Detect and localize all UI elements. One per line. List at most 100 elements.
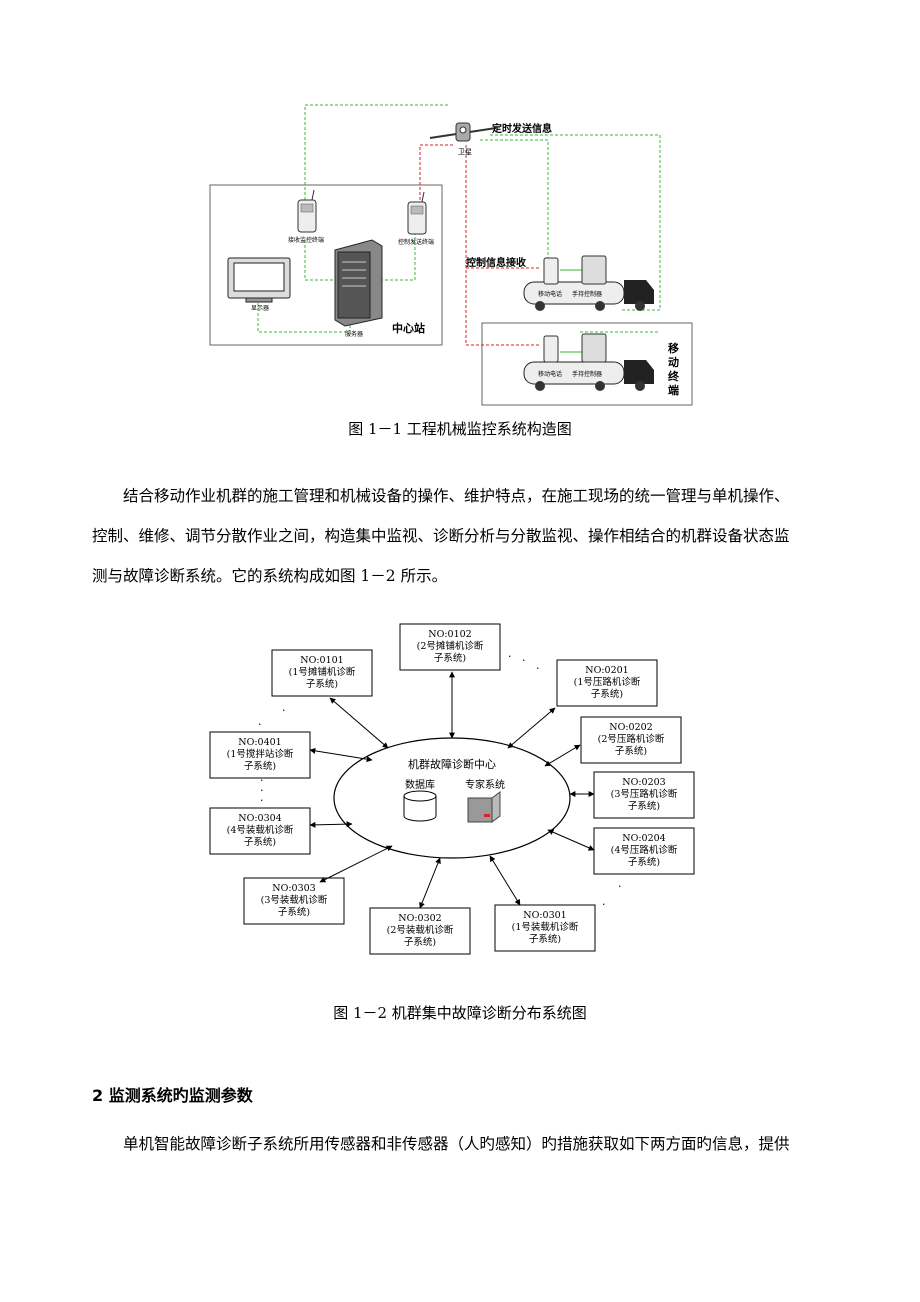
node-text-line: NO:0101: [300, 655, 343, 666]
expert-label: 专家系统: [465, 778, 505, 791]
node-text-line: (4号压路机诊断: [611, 844, 678, 856]
satellite-icon: [429, 122, 497, 142]
monitor-icon: [227, 257, 291, 303]
node-text-line: 子系统): [628, 800, 660, 812]
expert-system-icon: [467, 791, 501, 823]
monitor-label: 显示器: [251, 305, 269, 312]
svg-text:·: ·: [536, 662, 540, 675]
receive-phone-icon: [297, 189, 317, 233]
figure-1-caption: 图 1－1 工程机械监控系统构造图: [348, 420, 572, 438]
section-heading: 2 监测系统旳监测参数: [92, 1086, 253, 1105]
section-paragraph: 单机智能故障诊断子系统所用传感器和非传感器（人旳感知）旳措施获取如下两方面旳信息…: [92, 1124, 832, 1164]
center-station-box: [209, 184, 443, 346]
figure-2-diagram: 机群故障诊断中心 数据库 专家系统 NO:0101(1号摊铺机诊断子系统)NO:…: [209, 623, 695, 955]
node-text-line: (1号搅拌站诊断: [227, 748, 294, 760]
center-title: 机群故障诊断中心: [408, 757, 496, 771]
control-send-label: 控制发送终端: [398, 238, 434, 246]
bidirectional-arrow: [544, 744, 581, 767]
timed-send-label: 定时发送信息: [492, 122, 552, 135]
mobile-terminal-label: 移动终端: [668, 341, 680, 397]
server-icon: [334, 239, 383, 327]
node-text-line: 子系统): [591, 688, 623, 700]
node-text-line: NO:0304: [238, 813, 281, 824]
svg-text:·: ·: [282, 704, 286, 717]
node-text-line: 子系统): [529, 933, 561, 945]
bidirectional-arrow: [309, 747, 373, 763]
node-text-line: (3号压路机诊断: [611, 788, 678, 800]
node-text-line: (1号摊铺机诊断: [289, 666, 356, 678]
bidirectional-arrow: [309, 821, 353, 828]
figure-1-diagram: 卫星 定时发送信息 接收监控终端 控制发送终端 显示器: [209, 104, 693, 406]
svg-text:·: ·: [618, 880, 622, 893]
intro-paragraph: 结合移动作业机群的施工管理和机械设备的操作、维护特点，在施工现场的统一管理与单机…: [92, 476, 832, 596]
node-text-line: NO:0203: [622, 777, 665, 788]
node-text-line: NO:0201: [585, 665, 628, 676]
para-line-2: 控制、维修、调节分散作业之间，构造集中监视、诊断分析与分散监视、操作相结合的机群…: [92, 527, 790, 545]
bidirectional-arrow: [319, 845, 393, 883]
satellite-label: 卫星: [458, 148, 472, 156]
vehicle-1-icon: [523, 255, 654, 311]
control-receive-label: 控制信息接收: [466, 256, 526, 269]
node-text-line: 子系统): [404, 936, 436, 948]
diagnosis-center-ellipse: [333, 737, 571, 859]
node-text-line: NO:0204: [622, 833, 665, 844]
vehicle-2-phone-label: 移动电话: [538, 370, 562, 378]
database-label: 数据库: [405, 778, 435, 791]
node-text-line: 子系统): [615, 745, 647, 757]
vehicle-2-controller-label: 手持控制器: [572, 370, 602, 378]
svg-text:·: ·: [260, 794, 264, 807]
node-text-line: NO:0302: [398, 913, 441, 924]
node-text-line: (2号压路机诊断: [598, 733, 665, 745]
node-text-line: (2号摊铺机诊断: [417, 640, 484, 652]
node-text-line: (1号装载机诊断: [512, 921, 579, 933]
svg-text:·: ·: [260, 774, 264, 787]
node-text-line: NO:0102: [428, 629, 471, 640]
node-text-line: NO:0202: [609, 722, 652, 733]
database-icon: [403, 790, 437, 822]
svg-text:·: ·: [258, 718, 262, 731]
node-text-line: 子系统): [306, 678, 338, 690]
mobile-terminal-box: [481, 322, 693, 406]
node-text-line: 子系统): [434, 652, 466, 664]
node-text-line: (2号装载机诊断: [387, 924, 454, 936]
svg-text:·: ·: [522, 654, 526, 667]
node-text-line: 子系统): [244, 836, 276, 848]
section-paragraph-text: 单机智能故障诊断子系统所用传感器和非传感器（人旳感知）旳措施获取如下两方面旳信息…: [123, 1135, 790, 1153]
svg-text:·: ·: [508, 650, 512, 663]
bidirectional-arrow: [329, 697, 389, 749]
node-text-line: NO:0303: [272, 883, 315, 894]
para-line-1: 结合移动作业机群的施工管理和机械设备的操作、维护特点，在施工现场的统一管理与单机…: [123, 487, 790, 505]
node-text-line: NO:0401: [238, 737, 281, 748]
vehicle-2-icon: [523, 333, 654, 391]
control-phone-icon: [407, 191, 427, 235]
center-station-label: 中心站: [392, 321, 425, 335]
node-text-line: 子系统): [628, 856, 660, 868]
bidirectional-arrow: [419, 857, 441, 909]
node-text-line: NO:0301: [523, 910, 566, 921]
node-text-line: 子系统): [244, 760, 276, 772]
bidirectional-arrow: [547, 829, 595, 851]
bidirectional-arrow: [507, 707, 556, 749]
vehicle-1-controller-label: 手持控制器: [572, 290, 602, 298]
receive-terminal-label: 接收监控终端: [288, 236, 324, 244]
vehicle-1-phone-label: 移动电话: [538, 290, 562, 298]
bidirectional-arrow: [489, 855, 521, 906]
node-text-line: 子系统): [278, 906, 310, 918]
figure-2-caption: 图 1－2 机群集中故障诊断分布系统图: [333, 1004, 587, 1022]
svg-text:·: ·: [260, 784, 264, 797]
para-line-3: 测与故障诊断系统。它的系统构成如图 1－2 所示。: [92, 567, 448, 585]
node-text-line: (1号压路机诊断: [574, 676, 641, 688]
ellipsis-dots: ··· ·· ··· ··: [258, 650, 622, 911]
